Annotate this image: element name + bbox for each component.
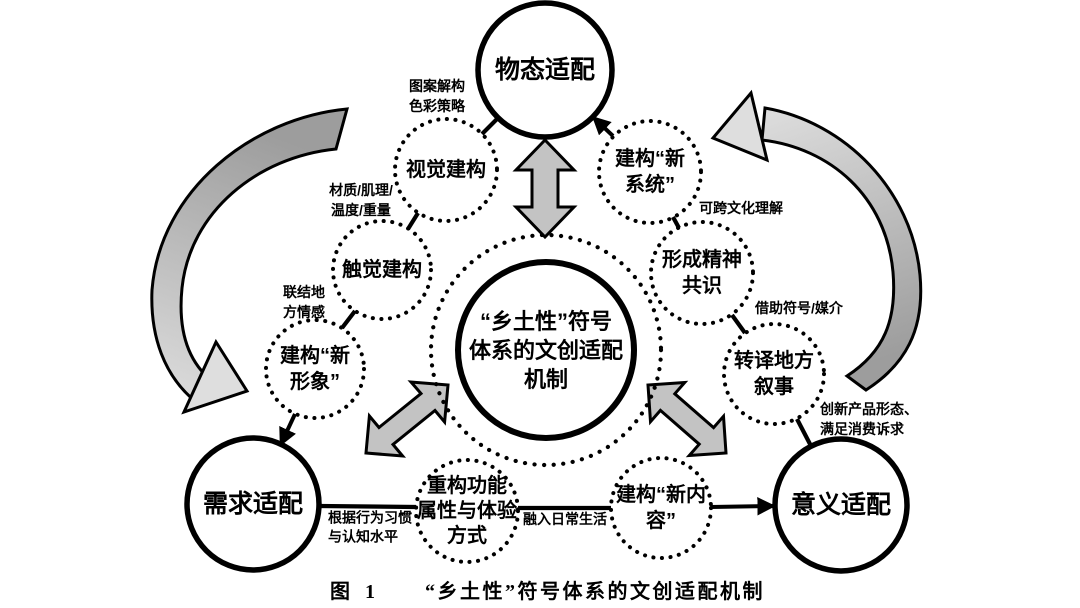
caption-prefix: 图 1 bbox=[330, 580, 380, 603]
label-material-adaptation: 物态适配 bbox=[495, 56, 595, 84]
edge-label-behavior-cognition: 根据行为习惯与认知水平 bbox=[328, 510, 412, 545]
connector-narrative-meaning bbox=[795, 418, 813, 447]
curved-arrow-left bbox=[150, 107, 350, 415]
connector-tactile-newimage bbox=[340, 309, 357, 330]
node-new-content bbox=[609, 456, 713, 560]
arrow-newsystem-material bbox=[591, 116, 615, 138]
connector-spiritual-narrative bbox=[730, 313, 747, 335]
node-refactor-function bbox=[414, 458, 520, 564]
edge-label-product-innovation: 创新产品形态、满足消费诉求 bbox=[819, 401, 918, 437]
connector-demand-refactor bbox=[318, 503, 417, 510]
label-new-system: 建构“新系统” bbox=[615, 146, 685, 196]
edge-label-daily-life: 融入日常生活 bbox=[523, 511, 607, 527]
center-dotted-ring bbox=[428, 232, 664, 468]
curved-arrow-right bbox=[710, 89, 923, 392]
arrow-newcontent-meaning bbox=[710, 497, 776, 516]
label-demand-adaptation: 需求适配 bbox=[203, 490, 303, 518]
figure-caption: 图 1 “乡土性”符号体系的文创适配机制 bbox=[330, 579, 765, 603]
label-tactile-construction: 触觉建构 bbox=[342, 257, 422, 281]
arrow-newimage-demand bbox=[279, 413, 297, 447]
node-demand-adaptation bbox=[184, 435, 322, 573]
connector-visual-material bbox=[480, 116, 500, 136]
double-arrow-center-top bbox=[512, 137, 578, 240]
label-new-content: 建构“新内容” bbox=[616, 482, 706, 532]
label-refactor-function: 重构功能属性与体验方式 bbox=[417, 473, 517, 547]
node-spiritual-consensus bbox=[649, 220, 755, 326]
node-center-mechanism bbox=[455, 259, 637, 441]
caption-text: “乡土性”符号体系的文创适配机制 bbox=[425, 579, 765, 603]
node-new-system bbox=[597, 119, 703, 225]
label-translate-narrative: 转译地方叙事 bbox=[734, 348, 814, 398]
node-tactile-construction bbox=[331, 219, 433, 321]
connector-visual-tactile bbox=[406, 211, 420, 231]
label-new-image: 建构“新形象” bbox=[280, 343, 350, 393]
curved-arrow-left-head bbox=[181, 338, 250, 415]
label-center-mechanism: “乡土性”符号体系的文创适配机制 bbox=[469, 308, 623, 391]
node-material-adaptation bbox=[475, 0, 615, 140]
edge-label-cross-culture: 可跨文化理解 bbox=[699, 200, 783, 216]
double-arrow-center-meaning bbox=[646, 380, 728, 458]
label-spiritual-consensus: 形成精神共识 bbox=[662, 247, 742, 297]
edge-label-symbol-media: 借助符号/媒介 bbox=[754, 300, 844, 316]
node-translate-narrative bbox=[722, 322, 826, 426]
edge-label-material-texture: 材质/肌理/温度/重量 bbox=[329, 182, 393, 218]
label-visual-construction: 视觉建构 bbox=[406, 157, 486, 181]
double-arrow-center-demand bbox=[364, 380, 450, 458]
curved-arrow-right-head bbox=[710, 89, 770, 163]
label-meaning-adaptation: 意义适配 bbox=[791, 490, 891, 519]
connector-newsystem-spiritual bbox=[671, 215, 681, 230]
edge-label-pattern-color: 图案解构色彩策略 bbox=[409, 78, 466, 114]
curved-arrow-right-body bbox=[760, 106, 923, 392]
edge-label-local-emotion: 联结地方情感 bbox=[283, 284, 325, 320]
node-visual-construction bbox=[393, 117, 499, 223]
node-new-image bbox=[264, 318, 366, 420]
